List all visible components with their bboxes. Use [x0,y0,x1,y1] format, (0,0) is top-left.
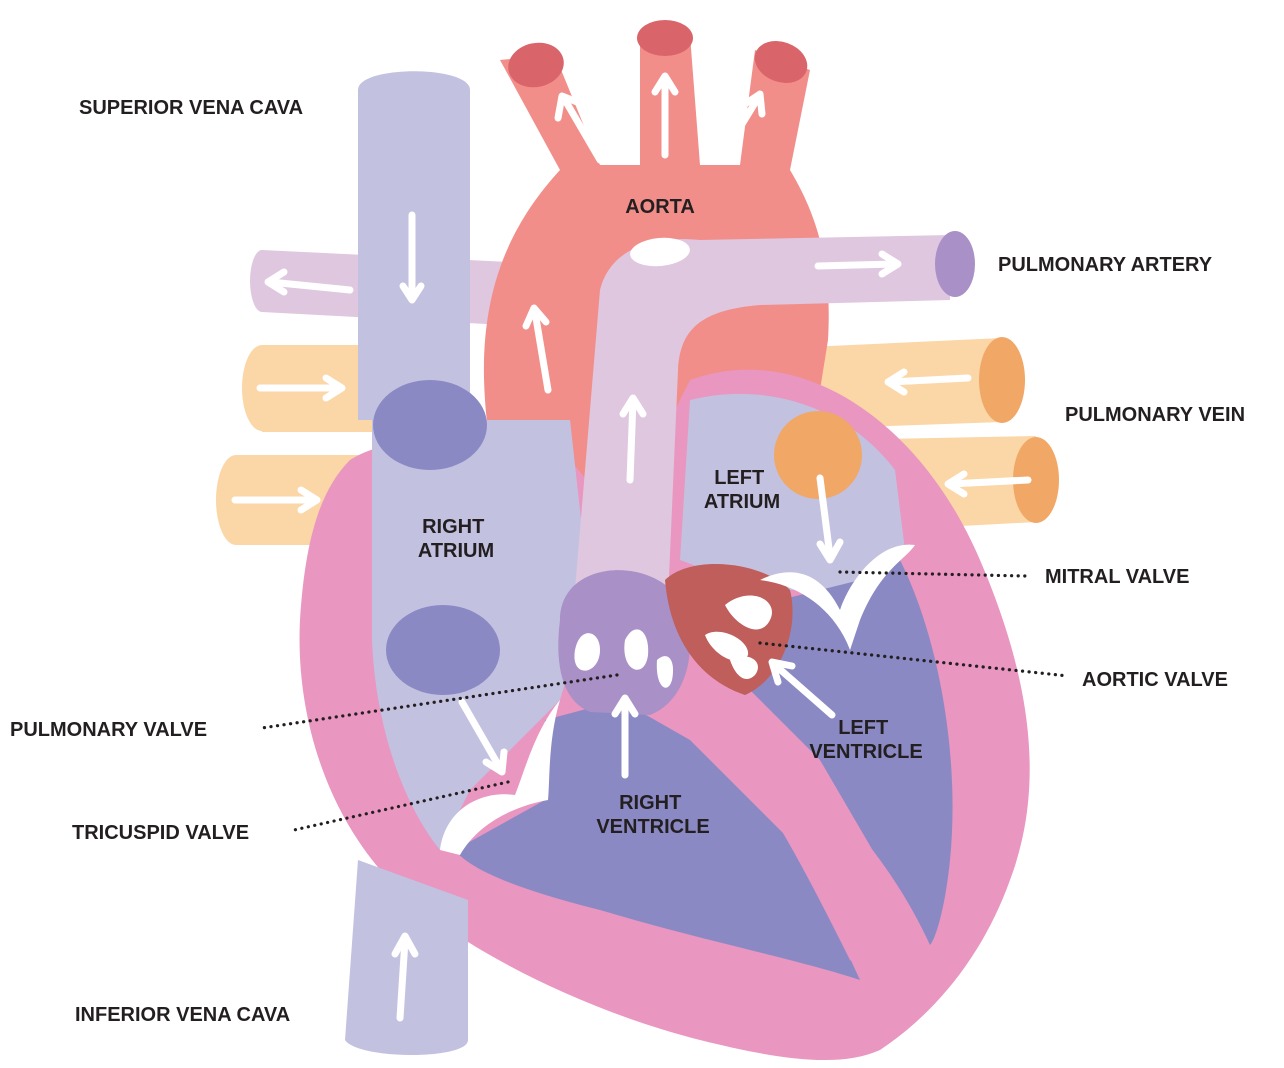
label-left-ventricle-line2: VENTRICLE [809,741,922,763]
label-tricuspid-valve: TRICUSPID VALVE [72,822,249,844]
label-right-ventricle-line2: VENTRICLE [596,816,709,838]
label-aortic-valve: AORTIC VALVE [1082,669,1228,691]
label-pulmonary-artery: PULMONARY ARTERY [998,254,1213,276]
label-right-atrium-line1: RIGHT [422,516,484,538]
label-inferior-vena-cava: INFERIOR VENA CAVA [75,1004,290,1026]
label-superior-vena-cava: SUPERIOR VENA CAVA [79,97,303,119]
label-right-ventricle-line1: RIGHT [619,792,681,814]
label-right-atrium-line2: ATRIUM [418,540,494,562]
label-pulmonary-valve: PULMONARY VALVE [10,719,207,741]
label-mitral-valve: MITRAL VALVE [1045,566,1189,588]
label-aorta: AORTA [625,196,695,218]
label-pulmonary-vein: PULMONARY VEIN [1065,404,1245,426]
label-left-ventricle-line1: LEFT [838,717,888,739]
label-left-atrium-line2: ATRIUM [704,491,780,513]
label-left-atrium-line1: LEFT [714,467,764,489]
